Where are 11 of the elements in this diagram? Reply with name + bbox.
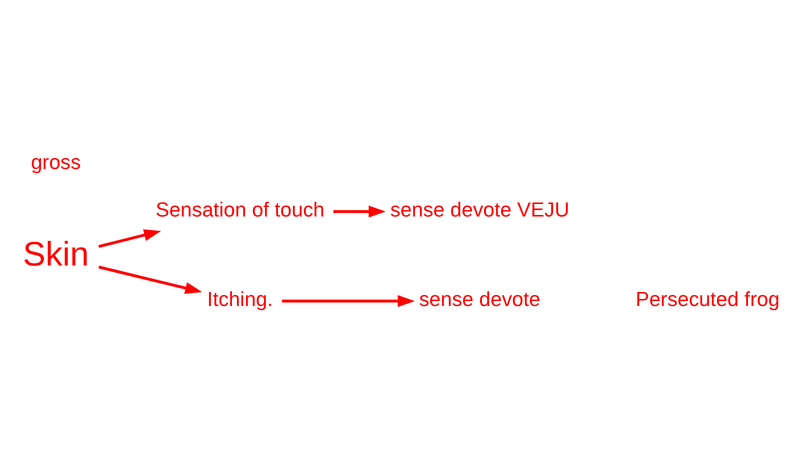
node-text: Sensation of touch bbox=[156, 200, 325, 222]
node-text: Itching. bbox=[207, 289, 273, 312]
node-text: Skin bbox=[22, 235, 89, 274]
arrow bbox=[98, 229, 162, 248]
label: gross bbox=[30, 152, 81, 174]
arrow bbox=[282, 295, 415, 308]
node-text: sense devote bbox=[419, 289, 540, 312]
node-text: sense devote VEJU bbox=[390, 200, 570, 222]
arrow bbox=[98, 266, 202, 294]
label: Persecuted frog bbox=[636, 289, 780, 312]
arrow bbox=[333, 206, 386, 218]
